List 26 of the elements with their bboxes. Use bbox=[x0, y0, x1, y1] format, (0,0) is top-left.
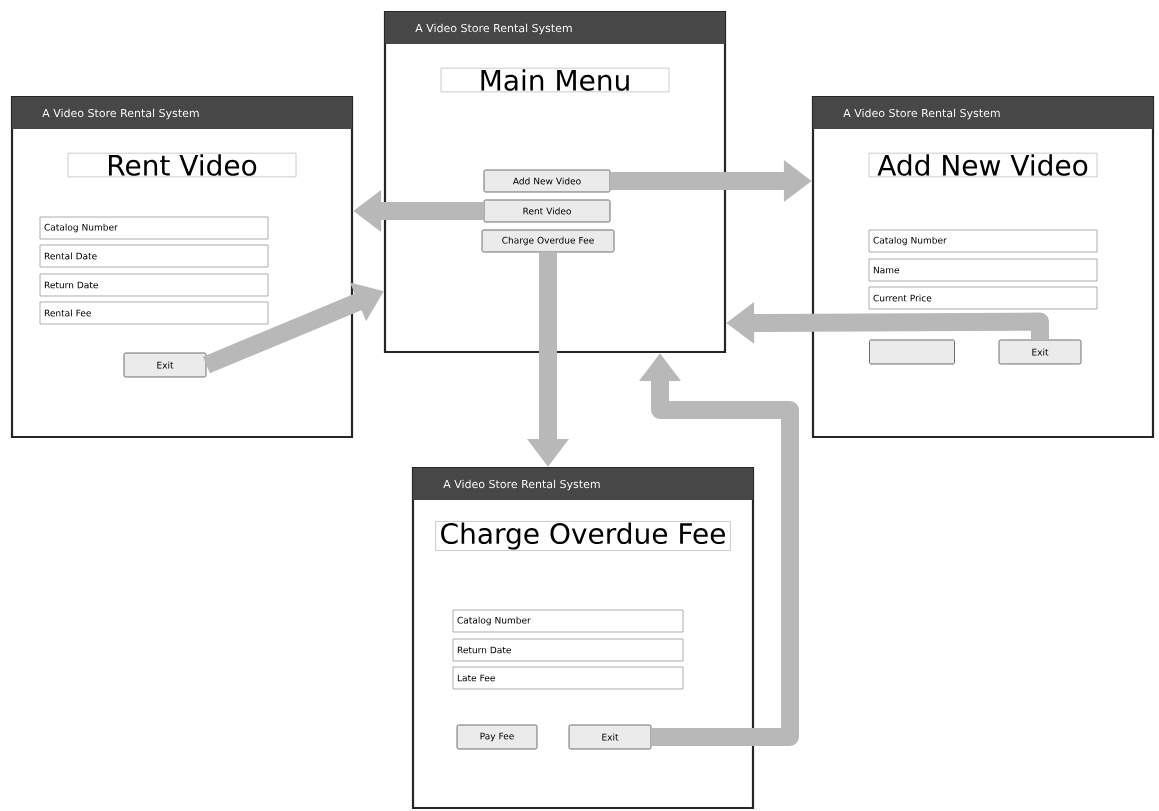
input-field: Return Date bbox=[39, 273, 269, 297]
input-field: Return Date bbox=[452, 638, 684, 662]
input-field: Catalog Number bbox=[452, 609, 684, 633]
button: Rent Video bbox=[483, 199, 611, 223]
title-bar: A Video Store Rental System bbox=[813, 97, 1153, 129]
screen-heading: Add New Video bbox=[868, 152, 1098, 178]
button: Exit bbox=[123, 352, 207, 378]
button: Charge Overdue Fee bbox=[481, 229, 615, 253]
title-bar: A Video Store Rental System bbox=[413, 468, 753, 500]
input-field: Current Price bbox=[868, 286, 1098, 310]
title-bar: A Video Store Rental System bbox=[385, 12, 725, 44]
screen-heading: Main Menu bbox=[440, 67, 670, 93]
button: Add New Video bbox=[483, 169, 611, 193]
screen-heading: Rent Video bbox=[67, 152, 297, 178]
button bbox=[869, 339, 955, 365]
input-field: Name bbox=[868, 258, 1098, 282]
input-field: Rental Date bbox=[39, 244, 269, 268]
title-bar: A Video Store Rental System bbox=[12, 97, 352, 129]
input-field: Catalog Number bbox=[868, 229, 1098, 253]
button: Exit bbox=[568, 724, 652, 750]
button: Pay Fee bbox=[456, 724, 538, 750]
button: Exit bbox=[998, 339, 1082, 365]
input-field: Late Fee bbox=[452, 666, 684, 690]
screen-heading: Charge Overdue Fee bbox=[435, 521, 731, 551]
input-field: Catalog Number bbox=[39, 216, 269, 240]
input-field: Rental Fee bbox=[39, 301, 269, 325]
